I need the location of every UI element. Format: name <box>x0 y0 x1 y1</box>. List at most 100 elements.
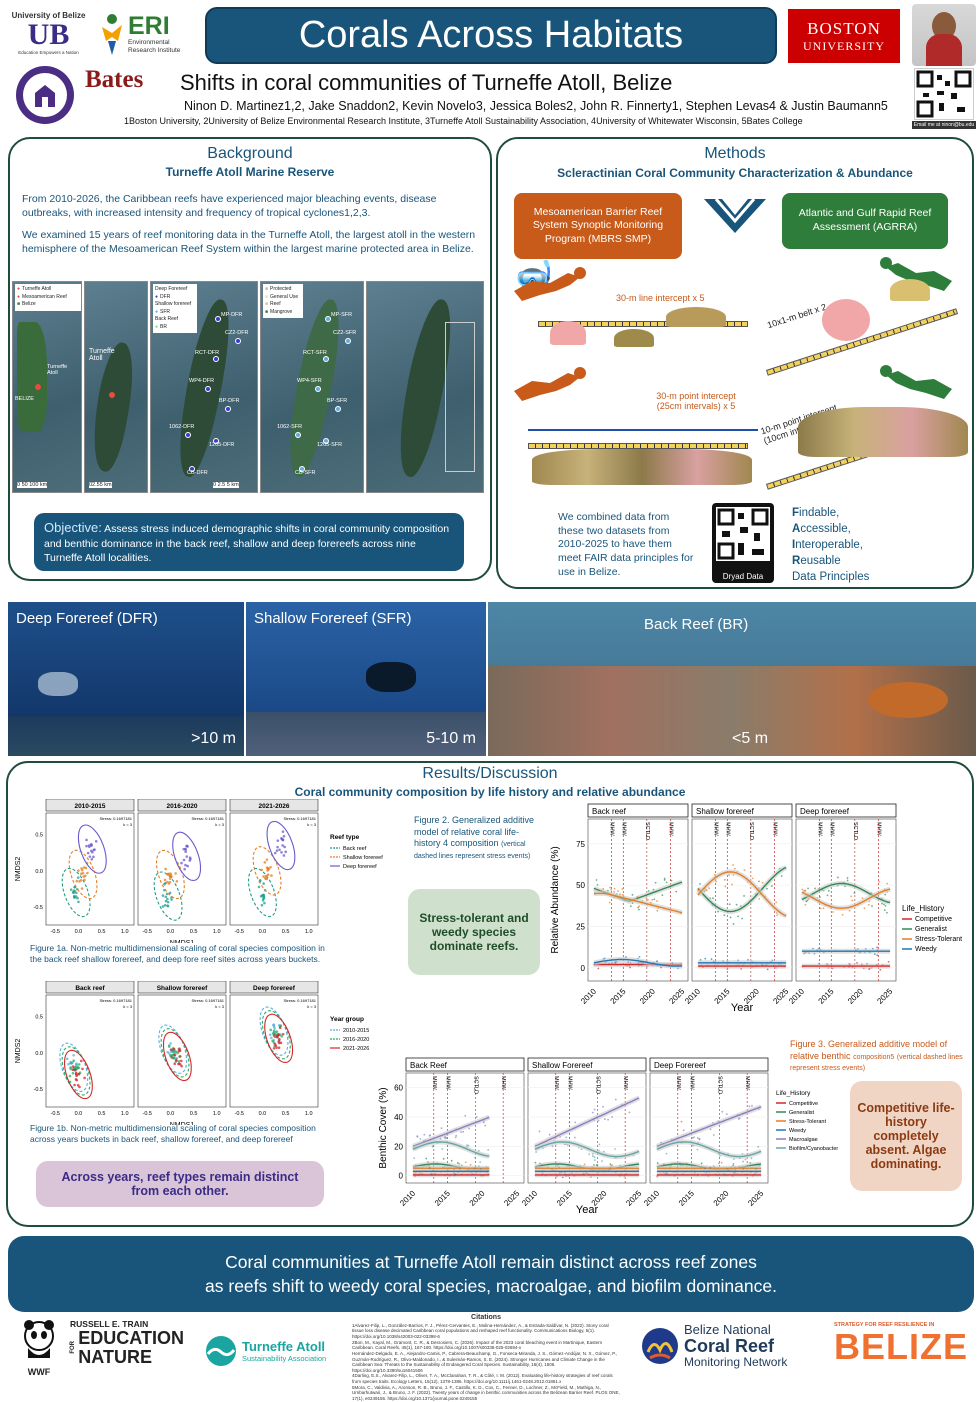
site-label-7: 1205-DFR <box>209 442 235 448</box>
legend-title: Life_History <box>902 904 944 913</box>
data-point <box>270 874 273 877</box>
data-point <box>611 1116 613 1118</box>
x-tick-label: -0.5 <box>143 1111 152 1117</box>
data-point <box>427 1164 430 1167</box>
data-point <box>278 1026 282 1030</box>
data-point <box>281 844 284 847</box>
data-point <box>264 876 267 880</box>
train-line-3: NATURE <box>78 1346 152 1367</box>
qr-caption: Email me at ninon@bu.edu <box>912 121 976 129</box>
methods-title: Methods <box>704 145 766 162</box>
data-point <box>881 902 883 905</box>
data-point <box>775 901 778 904</box>
x-tick-label: 2020 <box>590 1188 609 1207</box>
data-point <box>183 867 186 871</box>
gam-trend-line <box>534 1141 640 1158</box>
data-point <box>583 1163 586 1166</box>
data-point <box>698 1173 701 1176</box>
data-point <box>71 1068 75 1071</box>
data-point <box>846 877 849 879</box>
fig3-caption: Figure 3. Generalized additive model of … <box>790 1039 970 1074</box>
citation-5: 5Mora, C., Valdivia, A., Aronson, R. B.,… <box>352 1384 620 1401</box>
data-point <box>818 888 820 890</box>
map-atoll: Turneffe Atoll 02.55 km <box>84 281 148 493</box>
legend-belize: Belize <box>22 301 36 307</box>
x-tick-label: 0.0 <box>167 1111 175 1117</box>
stress-event-label: MHW <box>620 822 626 837</box>
data-point <box>460 1131 462 1133</box>
x-tick-label: 0.5 <box>190 929 198 935</box>
fig1b-caption-text: Non-metric multidimensional scaling of c… <box>30 1123 316 1145</box>
diver-silhouette-4 <box>880 365 952 399</box>
data-point <box>770 885 773 887</box>
data-point <box>551 1145 554 1148</box>
data-point <box>680 1120 683 1123</box>
data-point <box>86 851 90 855</box>
data-point <box>272 1025 276 1029</box>
map-label-atoll-regional: Turneffe Atoll <box>47 364 68 376</box>
fig1a-caption: Figure 1a. Non-metric multidimensional s… <box>30 943 330 965</box>
objective-text: Assess stress induced demographic shifts… <box>44 523 450 564</box>
fig1a-caption-text: Non-metric multidimensional scaling of c… <box>30 943 325 965</box>
data-point <box>76 896 79 900</box>
boston-university-logo: BOSTON UNIVERSITY <box>788 9 900 63</box>
methods-subtitle: Scleractinian Coral Community Characteri… <box>557 166 913 180</box>
data-point <box>164 899 168 903</box>
data-point <box>723 1173 725 1176</box>
data-point <box>442 1157 445 1160</box>
diver-silhouette-1 <box>514 267 586 301</box>
legend-label: Weedy <box>789 1128 806 1134</box>
dryad-qr-code[interactable]: Dryad Data <box>712 503 774 583</box>
wwf-logo: WWF <box>20 1318 58 1380</box>
line-intercept-label: 30-m line intercept x 5 <box>616 293 705 303</box>
train-line-1: RUSSELL E. TRAIN <box>70 1319 149 1329</box>
data-point <box>751 1104 753 1107</box>
merge-arrows-icon <box>704 198 766 233</box>
data-point <box>172 1047 176 1051</box>
stress-event-label: SCTLD <box>594 1076 600 1094</box>
x-axis-label: NMDS1 <box>170 940 195 943</box>
data-point <box>757 1145 760 1148</box>
data-point <box>450 1159 453 1162</box>
legend-mar: Mesoamerican Reef <box>22 293 67 300</box>
data-point <box>709 1128 712 1131</box>
data-point <box>638 956 641 958</box>
x-tick-label: 2015 <box>817 986 836 1005</box>
data-point <box>665 1152 668 1155</box>
data-point <box>614 1098 617 1101</box>
legend-label: Macroalgae <box>789 1137 818 1143</box>
citations-block: Citations 1Alvarez-Filip, L., González-B… <box>352 1314 620 1402</box>
data-point <box>77 900 80 904</box>
diver-silhouette-2 <box>514 367 586 401</box>
eri-person-icon <box>102 14 122 55</box>
data-point <box>712 1134 715 1136</box>
citation-2: 2Bon, M., Kayal, M., Gramont, C. R., & D… <box>352 1339 603 1351</box>
data-point <box>876 946 878 949</box>
fig1b-caption-label: Figure 1b. <box>30 1123 69 1133</box>
data-point <box>565 1136 568 1139</box>
legend-label: Shallow forereef <box>343 855 383 861</box>
data-point <box>609 1163 612 1166</box>
wave-icon <box>206 1336 236 1366</box>
panel-title: Deep Forereef <box>654 1061 706 1070</box>
eri-letters: ERI <box>128 12 170 41</box>
legend-label: Stress-Tolerant <box>915 936 962 943</box>
site4-label-8: CB-SFR <box>295 470 316 476</box>
contact-qr-code[interactable] <box>914 68 974 120</box>
x-tick-label: -0.5 <box>51 1111 60 1117</box>
data-point <box>475 1116 478 1118</box>
x-tick-label: 1.0 <box>121 929 129 935</box>
fig1a-caption-label: Figure 1a. <box>30 943 69 953</box>
x-tick-label: 2020 <box>468 1188 487 1207</box>
data-point <box>282 834 286 838</box>
background-paragraph-2: We examined 15 years of reef monitoring … <box>22 229 476 255</box>
map-label-turneffe: Turneffe Atoll <box>89 348 115 362</box>
data-point <box>744 1158 747 1161</box>
legend-deep: Deep Forereef <box>155 286 188 292</box>
data-point <box>92 855 95 859</box>
site4-label-7: 1205-SFR <box>317 442 343 448</box>
data-point <box>272 1034 276 1037</box>
map-forereef-sites: Deep Forereef ●DFR Shallow forereef ●SFR… <box>150 281 258 493</box>
site-label-3: RCT-DFR <box>195 350 220 356</box>
